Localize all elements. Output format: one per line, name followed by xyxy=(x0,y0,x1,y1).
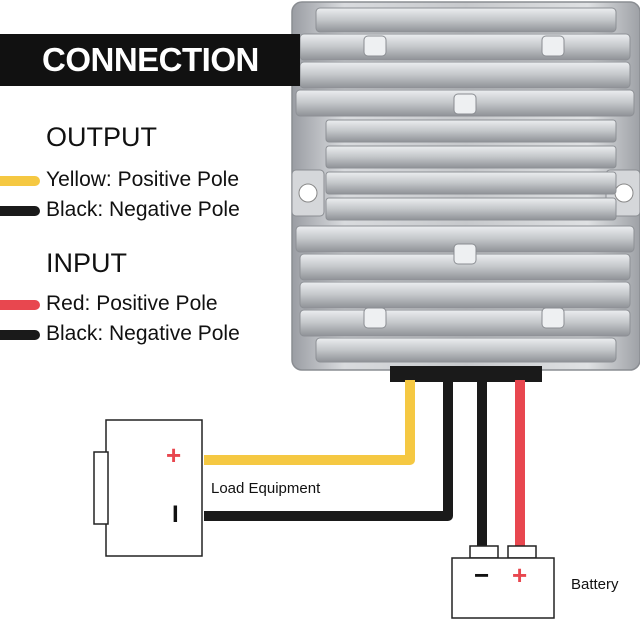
red-wire-swatch xyxy=(0,300,40,310)
red-wire-label: Red: Positive Pole xyxy=(46,292,218,315)
output-heading: OUTPUT xyxy=(46,122,157,152)
banner-title: CONNECTION xyxy=(42,41,259,78)
yellow-wire xyxy=(204,380,415,465)
load-negative-symbol: I xyxy=(172,501,179,528)
connection-banner xyxy=(0,34,300,86)
yellow-wire-label: Yellow: Positive Pole xyxy=(46,168,239,191)
black-output-wire-label: Black: Negative Pole xyxy=(46,198,240,221)
screws xyxy=(363,35,565,329)
battery-positive-symbol: + xyxy=(512,560,528,590)
load-positive-symbol: + xyxy=(166,440,182,470)
battery-label: Battery xyxy=(571,576,619,593)
mounting-hole-right xyxy=(614,183,634,203)
battery xyxy=(451,545,555,619)
black-input-wire-swatch xyxy=(0,330,40,340)
mounting-hole-left xyxy=(298,183,318,203)
black-output-wire xyxy=(204,380,453,521)
black-output-wire-swatch xyxy=(0,206,40,216)
black-input-wire-label: Black: Negative Pole xyxy=(46,322,240,345)
battery-negative-symbol: − xyxy=(474,560,490,590)
heatsink-fins xyxy=(295,7,635,363)
load-equipment-label: Load Equipment xyxy=(211,480,321,497)
battery-terminal-negative xyxy=(469,545,499,559)
battery-terminal-positive xyxy=(507,545,537,559)
converter-module xyxy=(291,1,640,371)
load-equipment-box xyxy=(93,419,203,557)
yellow-wire-swatch xyxy=(0,176,40,186)
wires xyxy=(204,380,525,548)
cable-grommet xyxy=(390,366,542,382)
input-heading: INPUT xyxy=(46,248,127,278)
